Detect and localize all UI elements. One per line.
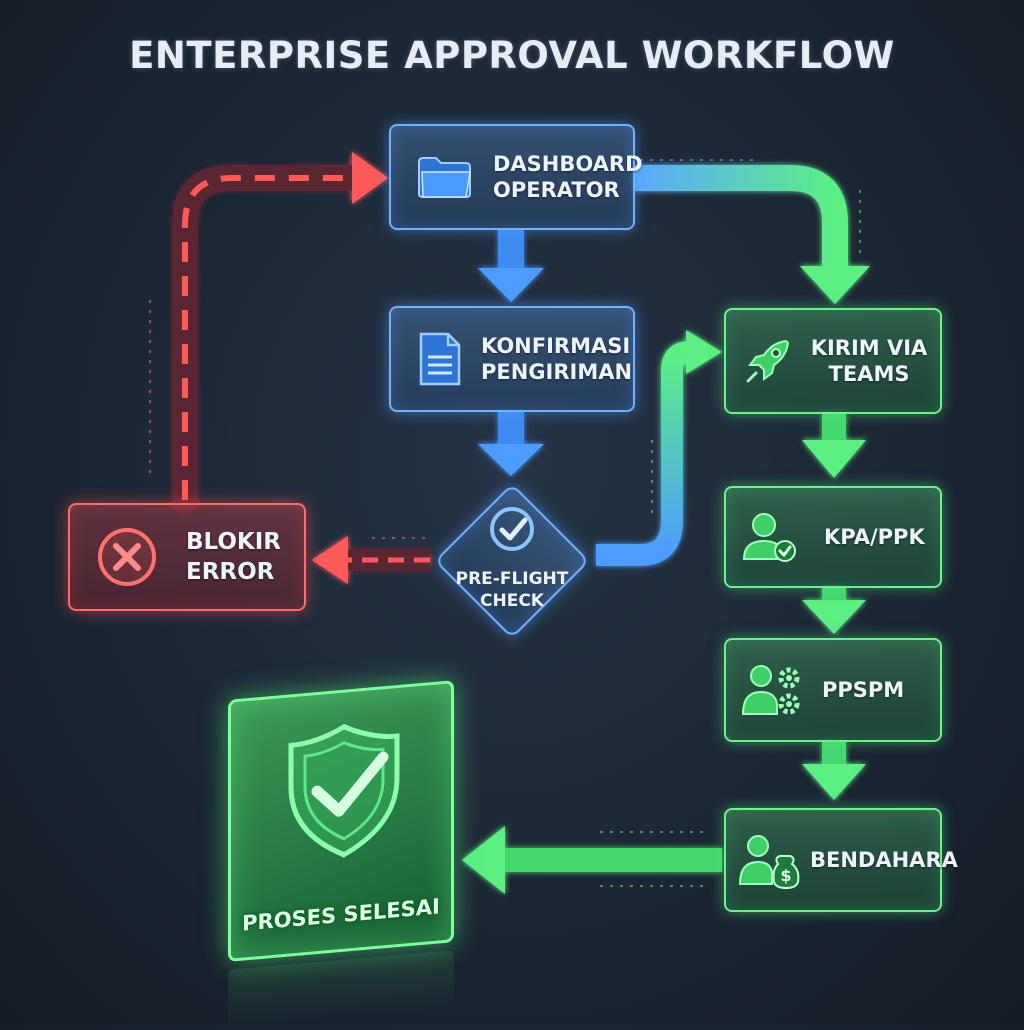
arrow-kpa-to-ppspm [802,588,866,634]
folder-icon [413,154,477,200]
arrow-konfirmasi-to-preflight [478,412,544,476]
shield-check-icon [283,715,405,871]
user-money-icon: $ [738,830,800,890]
arrow-preflight-to-kirim [596,330,722,566]
decorative-streaks [149,159,861,887]
node-pre-flight-check[interactable]: PRE-FLIGHT CHECK [427,476,597,646]
arrow-dashboard-to-kirim [634,165,870,304]
node-label: KPA/PPK [824,525,925,549]
diagram-title: ENTERPRISE APPROVAL WORKFLOW [129,34,895,77]
user-gears-icon [740,660,804,720]
reject-arrow [312,536,430,584]
node-bendahara[interactable]: $ BENDAHARA [724,808,958,912]
node-blokir-error[interactable]: BLOKIR ERROR [68,503,306,611]
arrow-ppspm-to-bendahara [802,742,866,800]
node-label: KIRIM VIA TEAMS [810,336,928,386]
rocket-icon [740,335,796,387]
node-ppspm[interactable]: PPSPM [724,638,942,742]
document-icon [413,331,467,387]
arrow-kirim-to-kpa [802,414,866,478]
node-label: BLOKIR ERROR [186,529,282,585]
error-x-icon [92,525,162,589]
red-loop-connector [172,152,388,513]
node-label: PROSES SELESAI [242,894,440,936]
node-konfirmasi-pengiriman[interactable]: KONFIRMASI PENGIRIMAN [389,306,635,412]
user-check-icon [740,511,800,563]
node-proses-selesai[interactable]: PROSES SELESAI [228,680,454,962]
node-label: PRE-FLIGHT CHECK [455,569,569,611]
node-kpa-ppk[interactable]: KPA/PPK [724,486,942,588]
node-label: DASHBOARD OPERATOR [493,152,643,202]
svg-text:$: $ [780,866,791,885]
node-label: BENDAHARA [810,848,958,872]
arrow-dashboard-to-konfirmasi [478,230,544,302]
checkmark-icon [487,504,537,559]
node-dashboard-operator[interactable]: DASHBOARD OPERATOR [389,124,643,230]
node-label: PPSPM [822,678,905,702]
arrow-bendahara-to-selesai [462,826,722,894]
node-kirim-via-teams[interactable]: KIRIM VIA TEAMS [724,308,942,414]
node-label: KONFIRMASI PENGIRIMAN [481,334,633,384]
